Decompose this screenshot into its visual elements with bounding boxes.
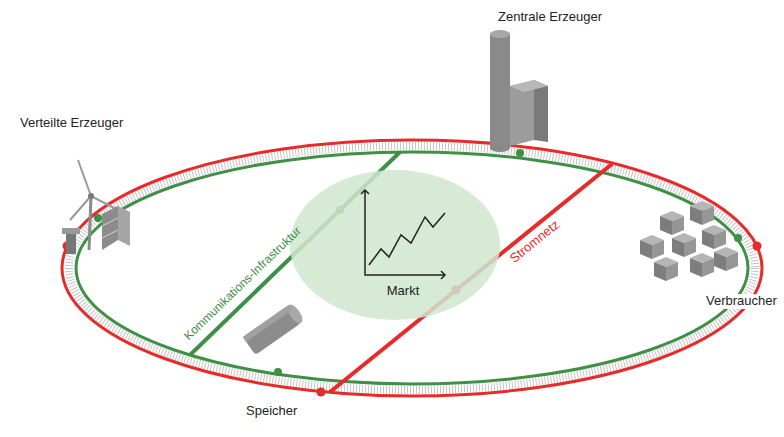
- power-ring: [62, 140, 762, 396]
- communication-ring: [76, 152, 748, 384]
- storage-label: Speicher: [246, 404, 297, 419]
- network-label: Kommunikations-Infrastruktur: [182, 225, 304, 344]
- chart-arrow: [361, 190, 369, 194]
- network-label: Stromnetz: [507, 218, 562, 267]
- storage-icon: [243, 302, 306, 355]
- generator-label: Verteilte Erzeuger: [20, 116, 123, 131]
- market-ellipse-shape: [290, 170, 500, 320]
- consumer-label: Verbraucher: [704, 294, 779, 309]
- generator-label: Zentrale Erzeuger: [498, 10, 602, 25]
- ring-dots: [63, 140, 762, 397]
- wind-solar-icon: [62, 160, 130, 254]
- consumer-icons: [640, 201, 738, 281]
- node-title: Markt: [387, 283, 420, 298]
- chart-axes: [365, 190, 445, 275]
- ring-texture: [69, 146, 755, 390]
- chart-arrow: [441, 271, 445, 279]
- chart-line: [369, 213, 445, 265]
- market-ellipse: Markt: [290, 170, 500, 320]
- power-plant-icon: [490, 30, 548, 152]
